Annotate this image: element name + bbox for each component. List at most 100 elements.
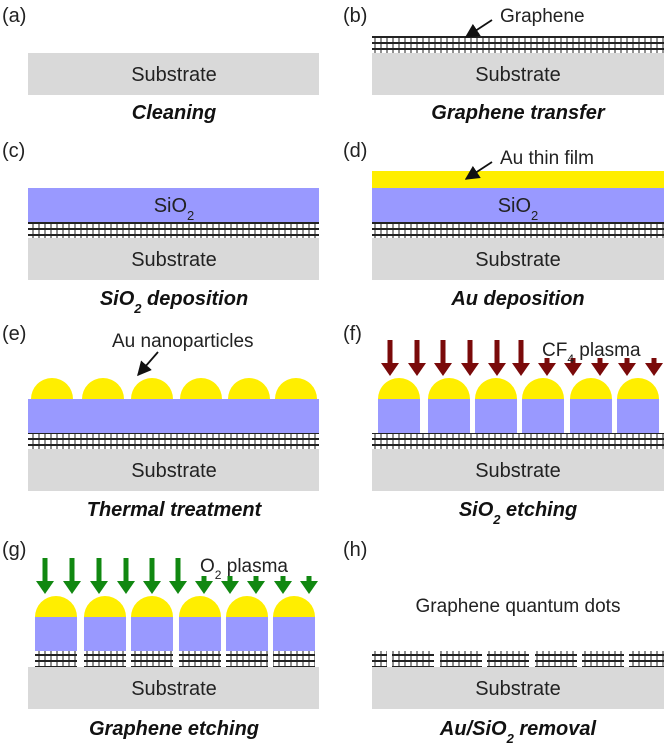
sio2-pillar: [84, 617, 126, 651]
sio2-pillar: [617, 399, 659, 433]
sio2-pillar: [273, 617, 315, 651]
graphene-quantum-dot: [372, 651, 387, 667]
substrate: [372, 667, 664, 709]
au-nanoparticle: [570, 378, 612, 399]
substrate-label: Substrate: [131, 249, 217, 271]
caption-b: Graphene transfer: [431, 102, 606, 124]
graphene-quantum-dot: [487, 651, 529, 667]
substrate: [372, 238, 664, 280]
o2-plasma-arrow: [63, 558, 81, 594]
au-nanoparticle: [378, 378, 420, 399]
au-nanoparticle: [35, 596, 77, 617]
o2-plasma-arrow: [90, 558, 108, 594]
graphene-layer: [28, 222, 319, 238]
substrate: [28, 667, 319, 709]
o2-plasma-arrow: [36, 558, 54, 594]
au-thin-film: [372, 171, 664, 188]
au-nanoparticles: [378, 378, 659, 399]
substrate-label: Substrate: [131, 460, 217, 482]
gqd-annotation: Graphene quantum dots: [416, 596, 621, 617]
graphene-layer: [372, 433, 664, 449]
cf4-plasma-annotation: CF4 plasma: [542, 340, 641, 366]
panel-label-h: (h): [343, 539, 367, 561]
graphene-island: [131, 651, 173, 667]
au-nanoparticle: [131, 596, 173, 617]
au-nanoparticle: [428, 378, 470, 399]
caption-h: Au/SiO2 removal: [439, 718, 597, 743]
substrate-label: Substrate: [131, 64, 217, 86]
graphene-quantum-dot: [582, 651, 624, 667]
sio2-pillar: [428, 399, 470, 433]
panel-label-f: (f): [343, 323, 362, 345]
panel-label-g: (g): [2, 539, 26, 561]
au-nanoparticles: [35, 596, 315, 617]
graphene-island: [226, 651, 268, 667]
graphene-quantum-dot: [629, 651, 664, 667]
graphene-quantum-dot: [535, 651, 577, 667]
cf4-plasma-arrow: [618, 358, 636, 376]
graphene-layer: [372, 222, 664, 238]
sio2-pillar: [35, 617, 77, 651]
sio2-layer: [28, 399, 319, 433]
o2-plasma-arrows: [36, 558, 318, 594]
au-nanoparticle: [131, 378, 173, 399]
substrate: [28, 449, 319, 491]
cf4-plasma-arrow: [408, 340, 426, 376]
graphene-quantum-dot: [440, 651, 482, 667]
cf4-plasma-arrow: [564, 358, 582, 376]
cf4-plasma-arrow: [538, 358, 556, 376]
panel-label-d: (d): [343, 140, 367, 162]
sio2-pillar: [179, 617, 221, 651]
caption-g: Graphene etching: [89, 718, 259, 740]
graphene-islands: [35, 651, 315, 667]
o2-plasma-arrow: [221, 576, 239, 594]
au-nanoparticle: [275, 378, 317, 399]
sio2-pillar: [378, 399, 420, 433]
au-film-annotation: Au thin film: [500, 148, 594, 169]
substrate-label: Substrate: [131, 678, 217, 700]
sio2-layer: [28, 188, 319, 222]
graphene-quantum-dots: [372, 651, 664, 667]
sio2-pillar: [570, 399, 612, 433]
o2-plasma-arrow: [300, 576, 318, 594]
graphene-island: [273, 651, 315, 667]
substrate-label: Substrate: [475, 460, 561, 482]
cf4-plasma-arrow: [591, 358, 609, 376]
o2-plasma-arrow: [195, 576, 213, 594]
au-nanoparticle: [522, 378, 564, 399]
au-nanoparticle: [179, 596, 221, 617]
caption-c: SiO2 deposition: [100, 288, 248, 316]
sio2-pillars: [35, 617, 315, 651]
panel-label-a: (a): [2, 5, 26, 27]
graphene-island: [35, 651, 77, 667]
o2-plasma-annotation: O2 plasma: [200, 556, 288, 582]
o2-plasma-arrow: [247, 576, 265, 594]
substrate: [28, 53, 319, 95]
substrate-label: Substrate: [475, 249, 561, 271]
annotation-arrow: [464, 19, 493, 38]
substrate-label: Substrate: [475, 64, 561, 86]
panel-f: (f) Substrate CF4 plasma SiO2 etching: [343, 323, 664, 527]
cf4-plasma-arrow: [461, 340, 479, 376]
panel-h: (h) Graphene quantum dots Substrate Au/S…: [343, 539, 664, 743]
panel-label-b: (b): [343, 5, 367, 27]
sio2-layer: [372, 188, 664, 222]
nanoparticles-annotation: Au nanoparticles: [112, 331, 254, 352]
o2-plasma-arrow: [169, 558, 187, 594]
graphene-island: [84, 651, 126, 667]
panel-d: (d) SiO2 Substrate Au thin film Au depos…: [343, 140, 664, 310]
au-nanoparticle: [180, 378, 222, 399]
sio2-pillars: [378, 399, 659, 433]
graphene-quantum-dot: [392, 651, 434, 667]
panel-b: (b) Substrate Graphene Graphene transfer: [343, 5, 664, 124]
panel-a: (a) Substrate Cleaning: [2, 5, 319, 124]
caption-e: Thermal treatment: [87, 499, 263, 521]
graphene-annotation: Graphene: [500, 6, 585, 27]
au-nanoparticle: [84, 596, 126, 617]
cf4-plasma-arrow: [381, 340, 399, 376]
panel-label-e: (e): [2, 323, 26, 345]
substrate: [372, 449, 664, 491]
au-nanoparticle: [82, 378, 124, 399]
substrate: [372, 53, 664, 95]
